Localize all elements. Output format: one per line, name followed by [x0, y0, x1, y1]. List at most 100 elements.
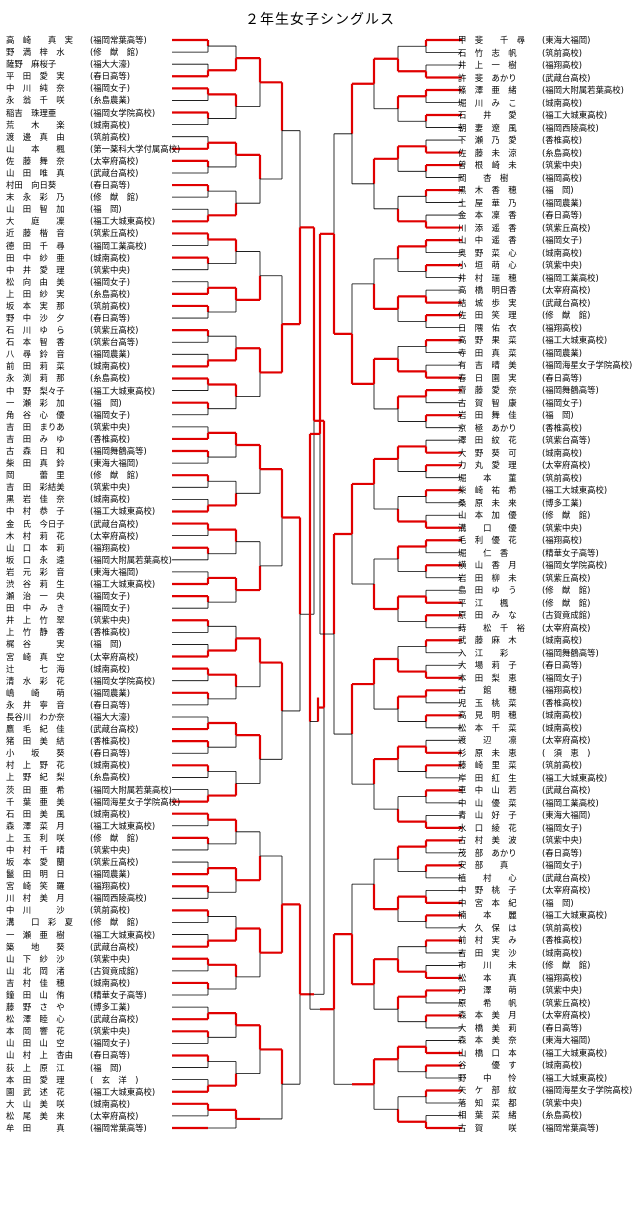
player-school: (太宰府高校)	[90, 155, 139, 166]
player-entry: 田 中 み き(福岡女子)	[6, 603, 130, 613]
player-entry: 吉 田 まりあ(筑紫中央)	[6, 422, 130, 432]
player-name: 牟 田 真	[6, 1123, 65, 1133]
player-entry: 岩 元 彩 音(東海大福岡)	[6, 567, 138, 577]
player-name: 高 野 果 菜	[458, 335, 517, 346]
player-school: (城南高校)	[542, 97, 583, 108]
player-name: 本 田 愛 理	[6, 1074, 65, 1085]
player-school: (武蔵台高校)	[90, 941, 139, 952]
player-name: 一 瀬 亜 樹	[6, 929, 65, 940]
player-school: (福岡女子)	[542, 860, 583, 871]
player-name: 吉 田 実 沙	[458, 947, 517, 958]
player-entry: 渡 辺 凛(太宰府高校)	[458, 735, 590, 745]
player-school: (修 猷 館)	[542, 585, 591, 596]
player-school: (城南高校)	[542, 247, 583, 258]
player-name: 高 橋 明日香	[458, 285, 517, 296]
player-entry: 山 田 唯 真(武蔵台高校)	[6, 168, 138, 178]
player-entry: 入 江 彩(福岡舞鶴高等)	[458, 648, 599, 658]
player-entry: 本 岡 響 花(筑紫中央)	[6, 1026, 130, 1036]
player-entry: 中 村 千 晴(筑紫中央)	[6, 845, 130, 855]
player-school: (筑紫中央)	[90, 615, 131, 626]
player-school: (武蔵台高校)	[90, 167, 139, 178]
player-entry: 山 本 加 優(修 猷 館)	[458, 510, 590, 520]
player-school: (福工大城東高校)	[542, 110, 608, 121]
player-school: (福 岡)	[542, 410, 574, 421]
player-name: 藤 崎 里 菜	[458, 760, 517, 771]
player-school: (筑紫丘高校)	[542, 222, 591, 233]
player-name: 春 日 園 実	[458, 372, 517, 383]
player-school: (福岡大附属若葉高校)	[542, 85, 624, 96]
player-name: 武 藤 麻 木	[458, 635, 517, 646]
player-name: 山 田 智 加	[6, 204, 65, 215]
player-entry: 吉 田 実 沙 (城南高校)	[458, 948, 582, 958]
player-name: 坂 口 永 遠	[6, 554, 65, 565]
player-entry: 高 崎 真 実(福岡常葉高等)	[6, 35, 147, 45]
player-name: 桑 原 未 来	[458, 497, 517, 508]
player-entry: 前 田 莉 菜(城南高校)	[6, 361, 130, 371]
player-entry: 渡 邊 真 由(筑前高校)	[6, 132, 130, 142]
player-school: (城南高校)	[542, 947, 583, 958]
player-name: 木 村 莉 花	[6, 530, 65, 541]
player-school: (福大大濠)	[90, 59, 131, 70]
player-school: (修 猷 館)	[542, 597, 591, 608]
player-school: (福岡女学院高校)	[542, 560, 608, 571]
player-school: (修 猷 館)	[90, 47, 139, 58]
player-entry: 齋 藤 愛 奈(福岡舞鶴高等)	[458, 385, 599, 395]
player-entry: 武 藤 麻 木(城南高校)	[458, 635, 582, 645]
player-school: (香椎高校)	[90, 433, 131, 444]
player-school: (福岡舞鶴高等)	[90, 446, 147, 457]
player-entry: 高 橋 明日香(太宰府高校)	[458, 285, 590, 295]
player-name: 平 田 愛 実	[6, 71, 65, 82]
player-entry: 松 本 千 菜(城南高校)	[458, 723, 582, 733]
player-entry: 下 瀬 乃 愛(香椎高校)	[458, 135, 582, 145]
player-entry: 山 北 岡 渚(古賀竟成館)	[6, 966, 138, 976]
player-entry: 村 上 野 花(城南高校)	[6, 760, 130, 770]
player-school: (武蔵台高校)	[542, 297, 591, 308]
player-entry: 横 山 香 月(福岡女学院高校)	[458, 560, 607, 570]
player-entry: 佐 藤 舞 奈(太宰府高校)	[6, 156, 138, 166]
player-entry: 森 本 美 月(太宰府高校)	[458, 1010, 590, 1020]
player-school: (香椎高校)	[542, 697, 583, 708]
player-entry: 島 田 ゆ う(修 猷 館)	[458, 585, 590, 595]
player-name: 大 橋 美 莉	[458, 1022, 517, 1033]
player-entry: 森 澤 菜 月(福工大城東高校)	[6, 821, 155, 831]
player-name: 相 葉 菜 緒	[458, 1110, 517, 1121]
player-name: 井 上 竹 翠	[6, 615, 65, 626]
player-entry: 甲 斐 千 尋(東海大福岡)	[458, 35, 590, 45]
player-name: 茂 部 あかり	[458, 847, 517, 858]
player-name: 上 竹 静 香	[6, 627, 65, 638]
player-school: (香椎高校)	[542, 135, 583, 146]
player-name: 森 澤 菜 月	[6, 820, 65, 831]
player-school: (城南高校)	[90, 977, 131, 988]
player-name: 松 澤 睦 心	[6, 1014, 65, 1025]
player-entry: 中 野 桃 子(太宰府高校)	[458, 885, 590, 895]
player-name: 寺 田 真 菜	[458, 347, 517, 358]
player-entry: 岩 田 舞 佳(福 岡)	[458, 410, 574, 420]
player-school: (筑前高校)	[542, 472, 583, 483]
player-name: 川 添 遥 香	[458, 222, 517, 233]
player-name: 嶋 崎 萌	[6, 687, 65, 698]
player-entry: 鐘 田 山 侑(精華女子高等)	[6, 990, 147, 1000]
player-entry: 山 中 遥 香(福岡女子)	[458, 235, 582, 245]
player-name: 石 竹 志 帆	[458, 47, 517, 58]
player-school: (糸島農業)	[90, 95, 131, 106]
player-name: 平 江 楓	[458, 597, 509, 608]
player-entry: 吉 田 彩結美(筑紫中央)	[6, 482, 130, 492]
player-name: 古 村 美 波	[458, 835, 517, 846]
player-entry: 山 下 紗 沙(筑紫中央)	[6, 954, 130, 964]
player-entry: 杉 原 未 恵( 須 恵 )	[458, 748, 590, 758]
player-entry: 井 上 一 樹(福翔高校)	[458, 60, 582, 70]
player-name: 本 岡 響 花	[6, 1026, 65, 1037]
player-name: 植 村 心	[458, 872, 517, 883]
player-name: 石 田 美 風	[6, 808, 65, 819]
player-name: 中 宮 本 紀	[458, 897, 517, 908]
player-school: (武蔵台高校)	[90, 724, 139, 735]
player-entry: 牟 田 真(福岡常葉高等)	[6, 1123, 147, 1133]
player-school: (太宰府高校)	[542, 735, 591, 746]
player-entry: 佐 藤 未 涼(糸島高校)	[458, 148, 582, 158]
player-name: 大 庭 凜	[6, 216, 65, 227]
player-entry: 中 川 純 奈(福岡女子)	[6, 83, 130, 93]
player-entry: 古 館 穂(福翔高校)	[458, 685, 582, 695]
player-entry: 山 田 山 空(福岡女子)	[6, 1038, 130, 1048]
player-name: 古 賀 智 康	[458, 397, 517, 408]
player-entry: 矢 ケ 部 紋(福岡海星女子学院高校)	[458, 1085, 632, 1095]
